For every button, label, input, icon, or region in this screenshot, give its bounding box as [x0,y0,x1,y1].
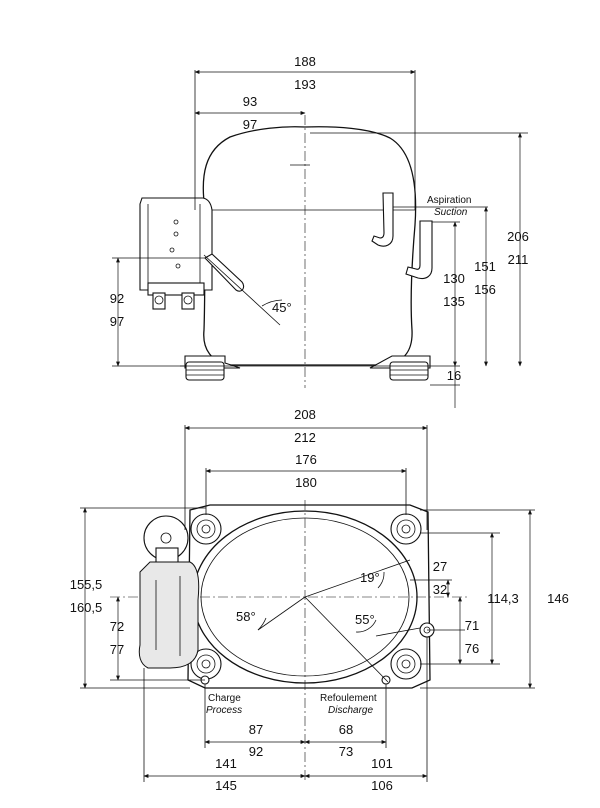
suction-label-fr: Aspiration [427,195,471,206]
plan-electrical-box [138,515,200,669]
dim-width-outer-a: 188 [294,54,316,69]
mount-hole-bottom-right [390,648,422,680]
suction-label-en: Suction [434,207,468,218]
charge-label-fr: Charge [208,693,241,704]
dim-bottom-left-outer-a: 141 [215,756,237,771]
dim-bottom-left-outer-b: 145 [215,778,237,793]
dim-left-height-a: 155,5 [70,577,103,592]
left-foot [184,355,241,381]
dim-height-suction-a: 151 [474,259,496,274]
dim-right-a-2: 32 [433,582,447,597]
dim-hole-spacing-a: 176 [295,452,317,467]
dim-left-port-a: 72 [110,619,124,634]
dim-bottom-left-inner-a: 87 [249,722,263,737]
dim-height-port-b: 135 [443,294,465,309]
oval-shell-inner [200,517,410,677]
angle-19-arc [377,571,385,589]
angle-55-arc [355,619,377,633]
dim-hole-spacing-b: 180 [295,475,317,490]
dim-width-half-a: 93 [243,94,257,109]
dim-height-total-b: 211 [508,252,529,267]
suction-connection [375,627,421,637]
dim-bottom-right-outer-a: 101 [371,756,393,771]
compressor-shell [202,126,417,366]
angle-arc [261,299,283,307]
angle-19-line [304,559,411,598]
dim-right-b-1: 71 [465,618,479,633]
charge-label-en: Process [206,705,242,716]
angle-45-label: 45° [272,300,292,315]
suction-hook-tube [371,192,394,247]
angle-ref-line [203,254,281,326]
angle-58-line [257,596,306,631]
dim-height-total-a: 206 [507,229,529,244]
angle-19-label: 19° [360,570,380,585]
dim-right-a-1: 27 [433,559,447,574]
dim-height-port-a: 130 [443,271,465,286]
angle-55-label: 55° [355,612,375,627]
dim-width-outer-b: 193 [294,77,316,92]
dim-height-suction-b: 156 [474,282,496,297]
dim-bottom-right-outer-b: 106 [371,778,393,793]
angle-55-line [304,596,389,683]
dim-bottom-left-inner-b: 92 [249,744,263,759]
dim-right-b-2: 76 [465,641,479,656]
mount-hole-bottom-left [190,648,222,680]
plan-view: 58° 55° 19° 208 212 176 180 155,5 160,5 … [70,407,569,793]
dim-bottom-right-inner-b: 73 [339,744,353,759]
angle-58-arc [257,617,267,631]
mount-hole-top-left [190,513,222,545]
dim-base-width-a: 208 [294,407,316,422]
dim-right-height-2: 146 [547,591,569,606]
dim-width-half-b: 97 [243,117,257,132]
side-elevation-view: 188 193 93 97 206 211 Aspiration Suction… [110,54,529,408]
dim-base-offset: 16 [447,368,461,383]
mount-hole-top-right [390,513,422,545]
base-plate [187,504,431,689]
dim-base-width-b: 212 [294,430,316,445]
dim-height-box-b: 97 [110,314,124,329]
angled-tube [204,253,245,292]
dim-height-box-a: 92 [110,291,124,306]
angle-58-label: 58° [236,609,256,624]
dim-right-height-1: 114,3 [487,591,519,606]
dim-left-height-b: 160,5 [70,600,103,615]
dim-left-port-b: 77 [110,642,124,657]
discharge-label-en: Discharge [328,705,373,716]
discharge-label-fr: Refoulement [320,693,377,704]
suction-port-tube [405,220,433,280]
right-foot [369,355,431,381]
electrical-box [139,197,213,310]
dim-bottom-right-inner-a: 68 [339,722,353,737]
